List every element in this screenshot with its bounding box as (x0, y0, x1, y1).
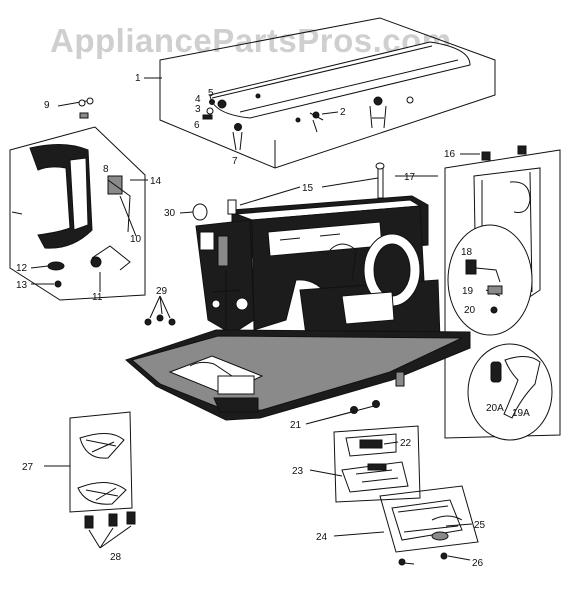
callout-15: 15 (302, 183, 314, 194)
leader-lines (30, 77, 480, 565)
callout-26: 26 (472, 558, 484, 569)
machine-bed (125, 329, 471, 421)
callout-19a: 19A (512, 408, 530, 419)
callout-labels: 1 2 3 4 5 6 7 8 9 10 11 12 13 14 15 16 1… (16, 73, 530, 569)
callout-20a: 20A (486, 403, 504, 414)
callout-13: 13 (16, 280, 28, 291)
callout-5: 5 (208, 88, 214, 99)
callout-30: 30 (164, 208, 176, 219)
machine-head (192, 162, 441, 351)
top-cover-panel (159, 17, 496, 169)
callout-24: 24 (316, 532, 328, 543)
callout-29: 29 (156, 286, 168, 297)
callout-1: 1 (135, 73, 141, 84)
callout-27: 27 (22, 462, 34, 473)
bobbin-plate-panel (379, 485, 479, 566)
callout-8: 8 (103, 164, 109, 175)
callout-14: 14 (150, 176, 162, 187)
callout-22: 22 (400, 438, 412, 449)
callout-21: 21 (290, 420, 302, 431)
callout-7: 7 (232, 156, 238, 167)
callout-6: 6 (194, 120, 200, 131)
faceplate-panel (9, 126, 146, 301)
back-cover-panel (444, 149, 561, 441)
callout-20: 20 (464, 305, 476, 316)
callout-9: 9 (44, 100, 50, 111)
callout-19: 19 (462, 286, 474, 297)
callout-28: 28 (110, 552, 122, 563)
callout-10: 10 (130, 234, 142, 245)
screw-group-29 (144, 295, 176, 326)
callout-17: 17 (404, 172, 416, 183)
screw-pair-9 (57, 97, 94, 119)
callout-18: 18 (461, 247, 473, 258)
callout-2: 2 (340, 107, 346, 118)
callout-12: 12 (16, 263, 28, 274)
screws-misc (481, 145, 527, 161)
callout-3: 3 (195, 104, 201, 115)
callout-23: 23 (292, 466, 304, 477)
callout-16: 16 (444, 149, 456, 160)
callout-4: 4 (195, 94, 201, 105)
bottom-plate-panel (69, 411, 133, 513)
slide-plate-panel (333, 425, 421, 503)
screw-group-28 (84, 511, 136, 549)
callout-11: 11 (92, 292, 103, 303)
callout-25: 25 (474, 520, 486, 531)
